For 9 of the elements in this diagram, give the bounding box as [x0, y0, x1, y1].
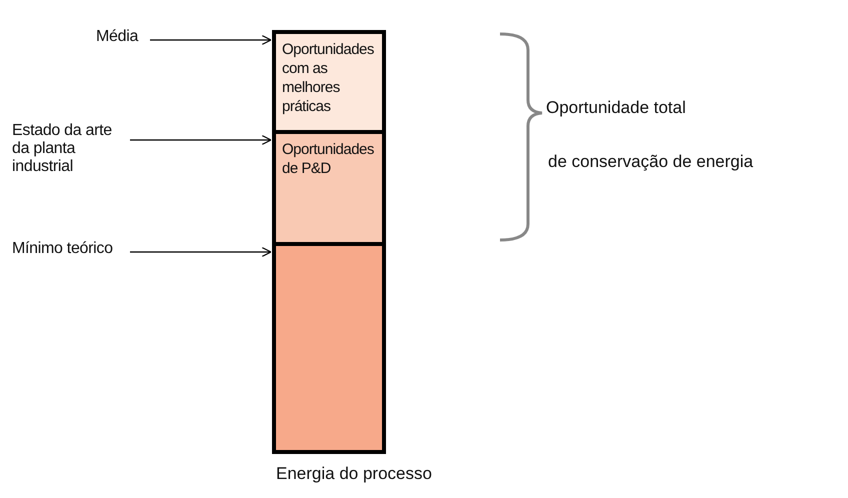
arrow: [130, 246, 272, 258]
level-label: Mínimo teórico: [12, 240, 124, 260]
level-label: Média: [96, 28, 144, 48]
brace-label: de conservação de energia: [548, 152, 754, 172]
bar-caption: Energia do processo: [276, 464, 432, 484]
level-label: Estado da arte da planta industrial: [12, 122, 124, 178]
arrow: [130, 134, 272, 146]
arrow: [150, 34, 272, 46]
brace-label: Oportunidade total: [546, 98, 686, 118]
